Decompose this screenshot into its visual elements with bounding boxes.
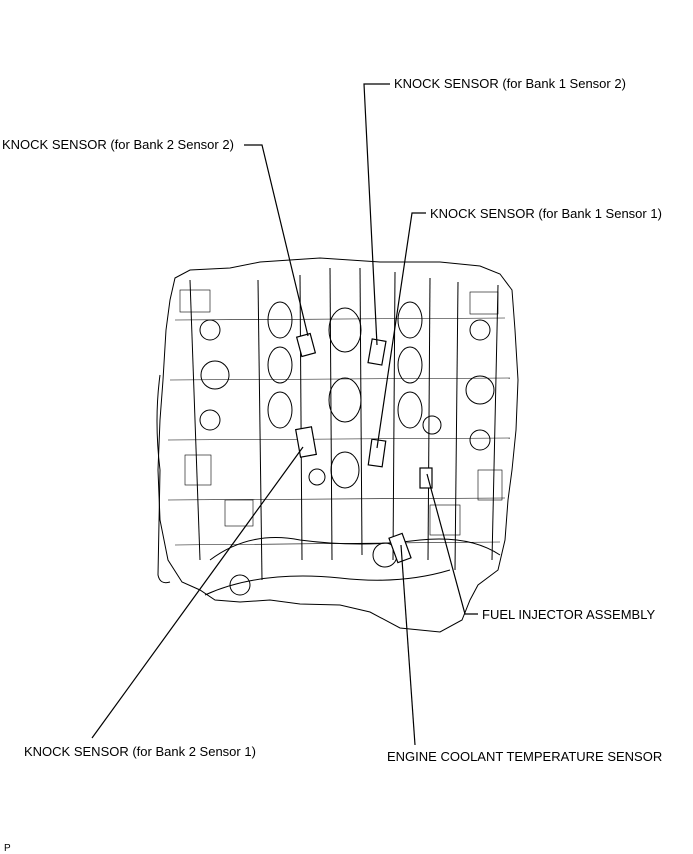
coolant-temp-sensor-label: ENGINE COOLANT TEMPERATURE SENSOR xyxy=(387,749,663,764)
knock-sensor-bank1-sensor2-part xyxy=(367,338,387,366)
knock-sensor-bank1-sensor1-label: KNOCK SENSOR (for Bank 1 Sensor 1) xyxy=(430,206,662,221)
leader-knock-b1s2 xyxy=(363,83,390,346)
knock-sensor-bank1-sensor1-part xyxy=(367,438,387,468)
leader-knock-b2s2 xyxy=(244,144,309,337)
leader-coolant-temp xyxy=(400,544,416,746)
engine-block-drawing xyxy=(156,257,519,633)
fuel-injector-label: FUEL INJECTOR ASSEMBLY xyxy=(482,607,656,622)
figure-code: P xyxy=(4,843,11,854)
knock-sensor-bank2-sensor1-label: KNOCK SENSOR (for Bank 2 Sensor 1) xyxy=(24,744,256,759)
leader-knock-b1s1 xyxy=(376,212,426,449)
knock-sensor-bank2-sensor2-label: KNOCK SENSOR (for Bank 2 Sensor 2) xyxy=(2,137,234,152)
knock-sensor-bank2-sensor2-part xyxy=(295,332,317,358)
knock-sensor-bank1-sensor2-label: KNOCK SENSOR (for Bank 1 Sensor 2) xyxy=(394,76,626,91)
leader-fuel-injector xyxy=(426,473,478,615)
leader-knock-b2s1 xyxy=(91,446,304,739)
coolant-temp-sensor-part xyxy=(388,532,412,564)
